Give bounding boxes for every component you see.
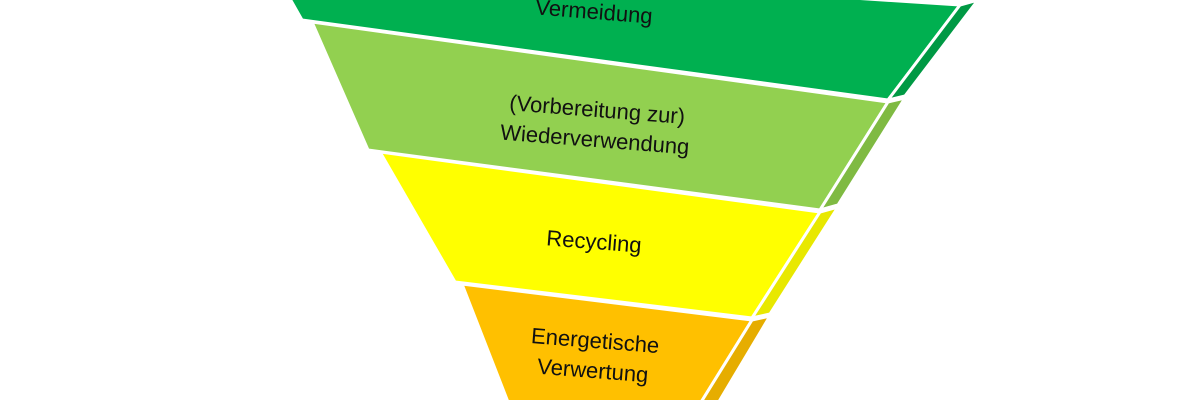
level-energetische-verwertung-side — [700, 313, 774, 400]
level-energetische-verwertung — [459, 282, 774, 400]
level-wiederverwendung — [309, 20, 909, 213]
level-recycling-side — [748, 204, 842, 321]
level-energetische-verwertung-front — [459, 282, 755, 400]
level-vermeidung-side — [884, 0, 980, 103]
level-recycling — [377, 150, 842, 321]
level-wiederverwendung-side — [816, 95, 909, 213]
level-vermeidung — [288, 0, 980, 103]
level-energetische-verwertung-label: Energetische Verwertung — [528, 321, 661, 391]
